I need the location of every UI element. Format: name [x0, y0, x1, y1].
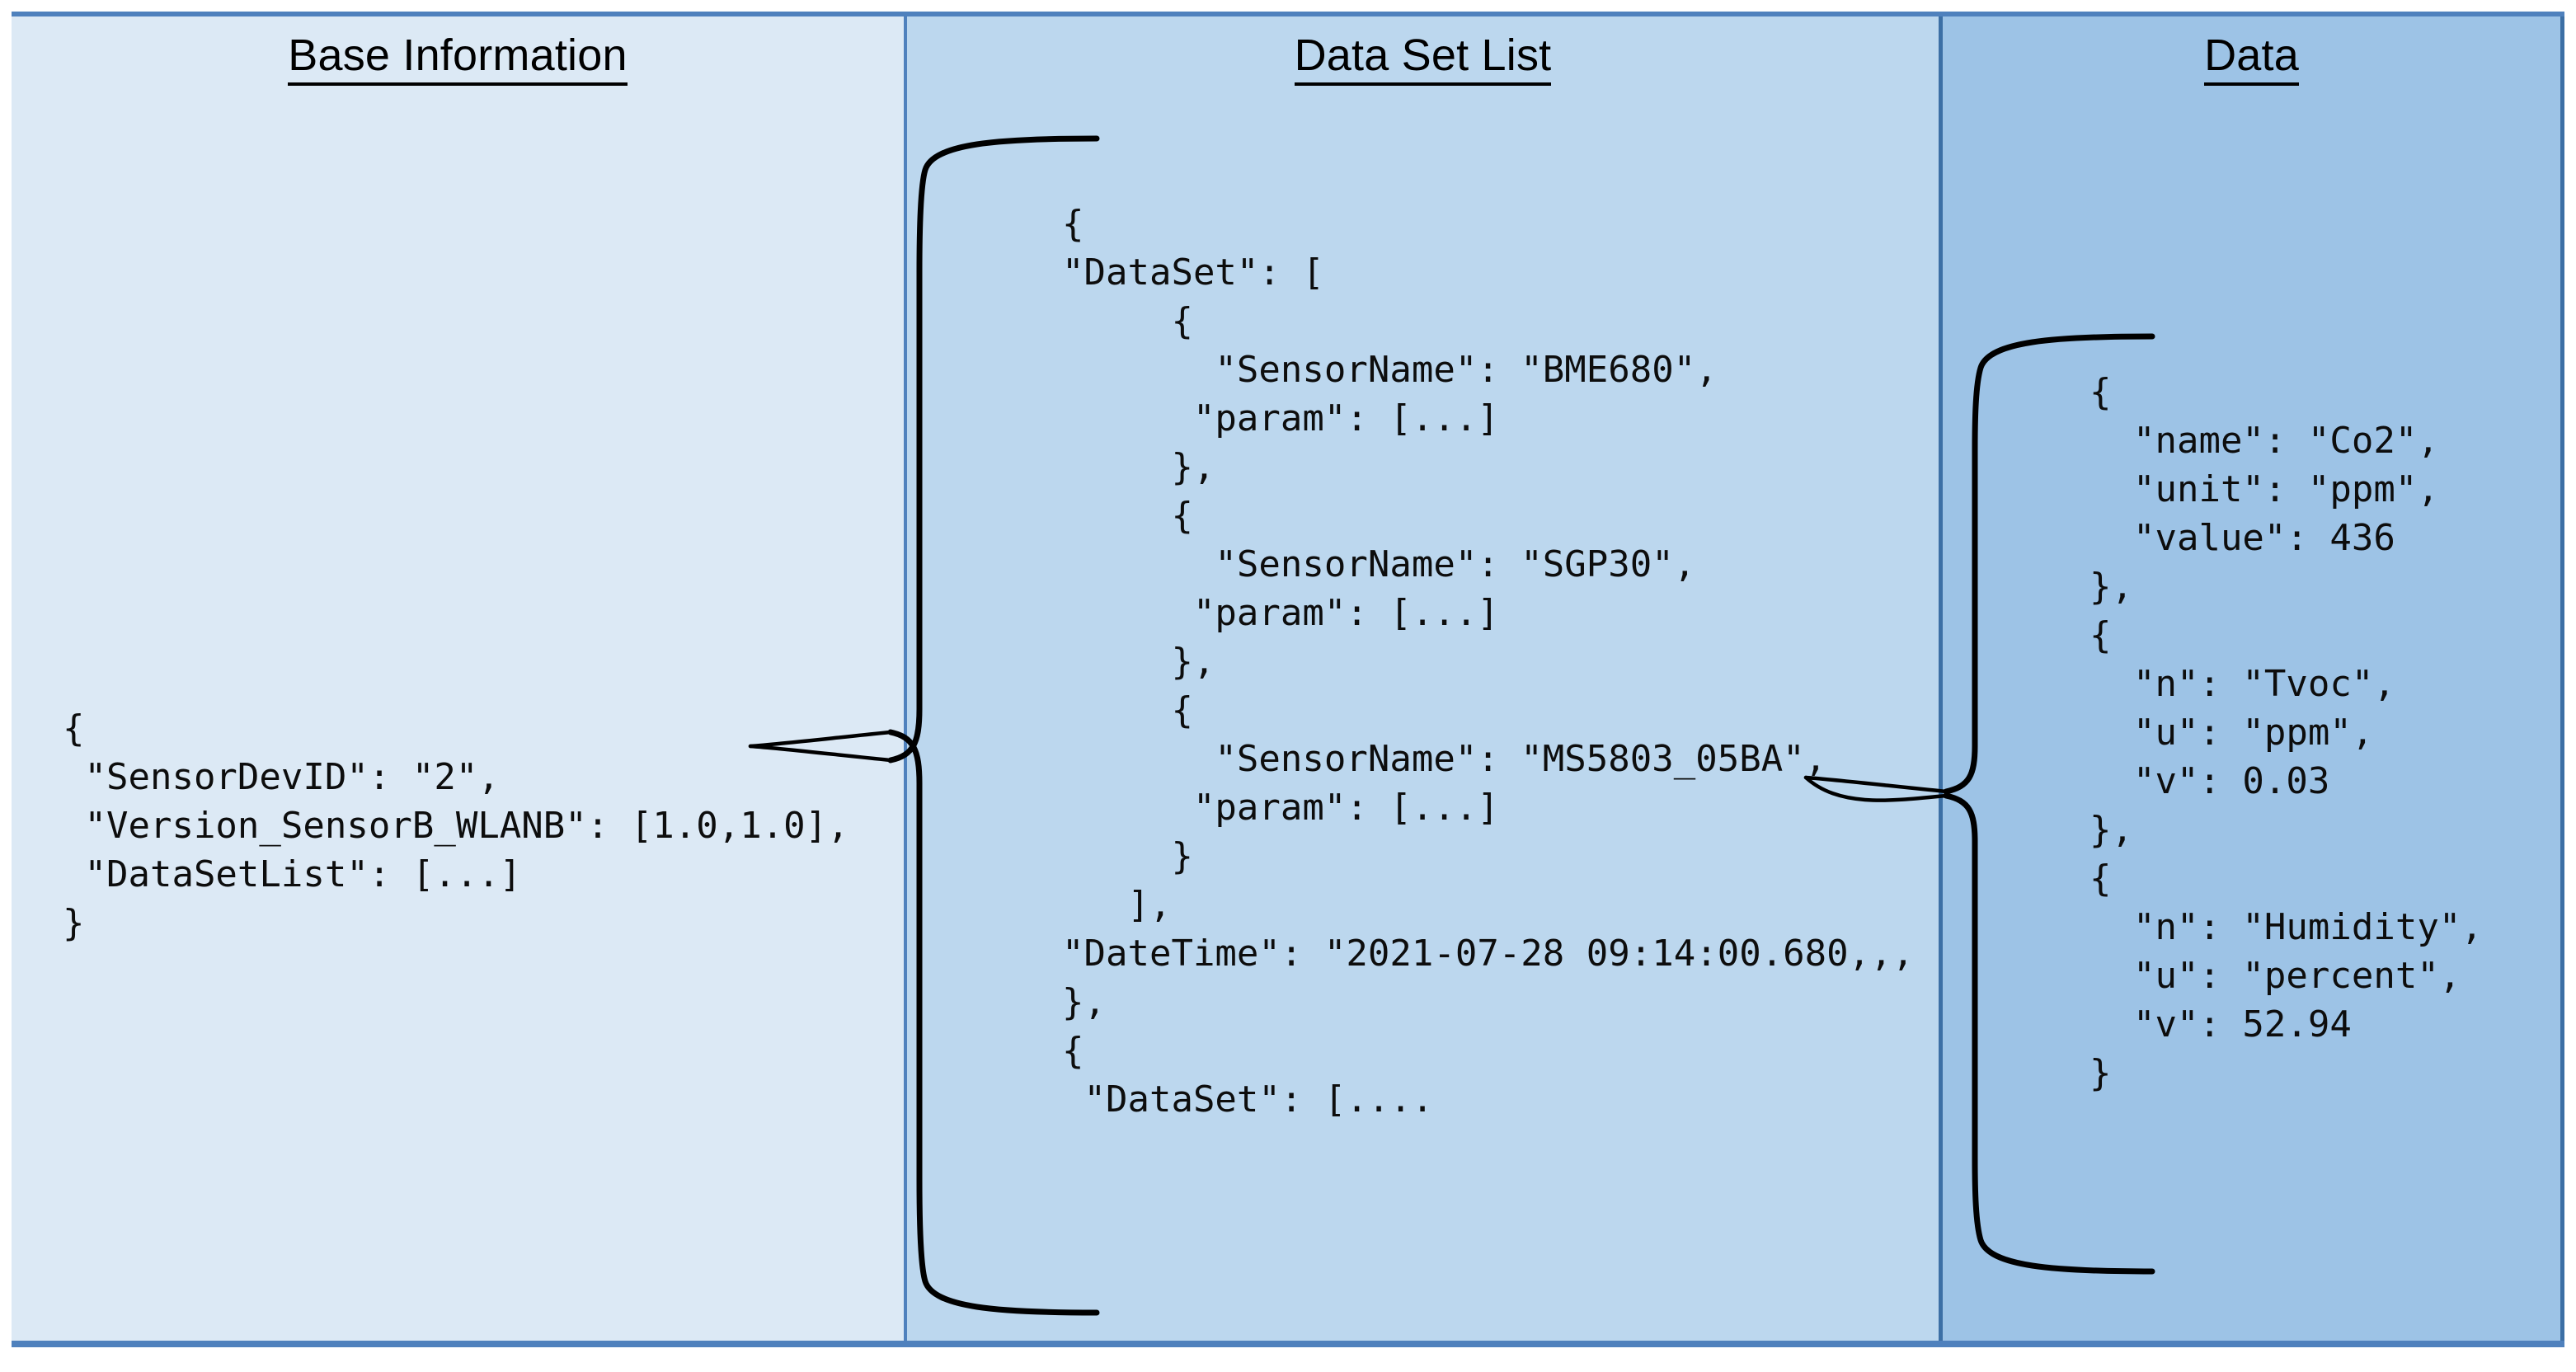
- panel-data-title-text: Data: [2204, 31, 2299, 86]
- data-set-list-json-code: { "DataSet": [ { "SensorName": "BME680",…: [1062, 203, 1915, 1121]
- json-structure-diagram: Base Information { "SensorDevID": "2", "…: [12, 12, 2564, 1347]
- panel-base-information-title: Base Information: [12, 30, 904, 86]
- panel-data-set-list-title: Data Set List: [907, 30, 1939, 86]
- base-information-json-code: { "SensorDevID": "2", "Version_SensorB_W…: [63, 707, 849, 944]
- panel-data-title: Data: [1943, 30, 2560, 86]
- panel-data-set-list-title-text: Data Set List: [1294, 31, 1552, 86]
- data-json-code: { "name": "Co2", "unit": "ppm", "value":…: [2089, 371, 2483, 1094]
- panel-data-set-list: Data Set List { "DataSet": [ { "SensorNa…: [907, 16, 1943, 1341]
- panel-base-information: Base Information { "SensorDevID": "2", "…: [12, 16, 907, 1341]
- panel-data: Data { "name": "Co2", "unit": "ppm", "va…: [1943, 16, 2564, 1341]
- panel-base-information-title-text: Base Information: [288, 31, 628, 86]
